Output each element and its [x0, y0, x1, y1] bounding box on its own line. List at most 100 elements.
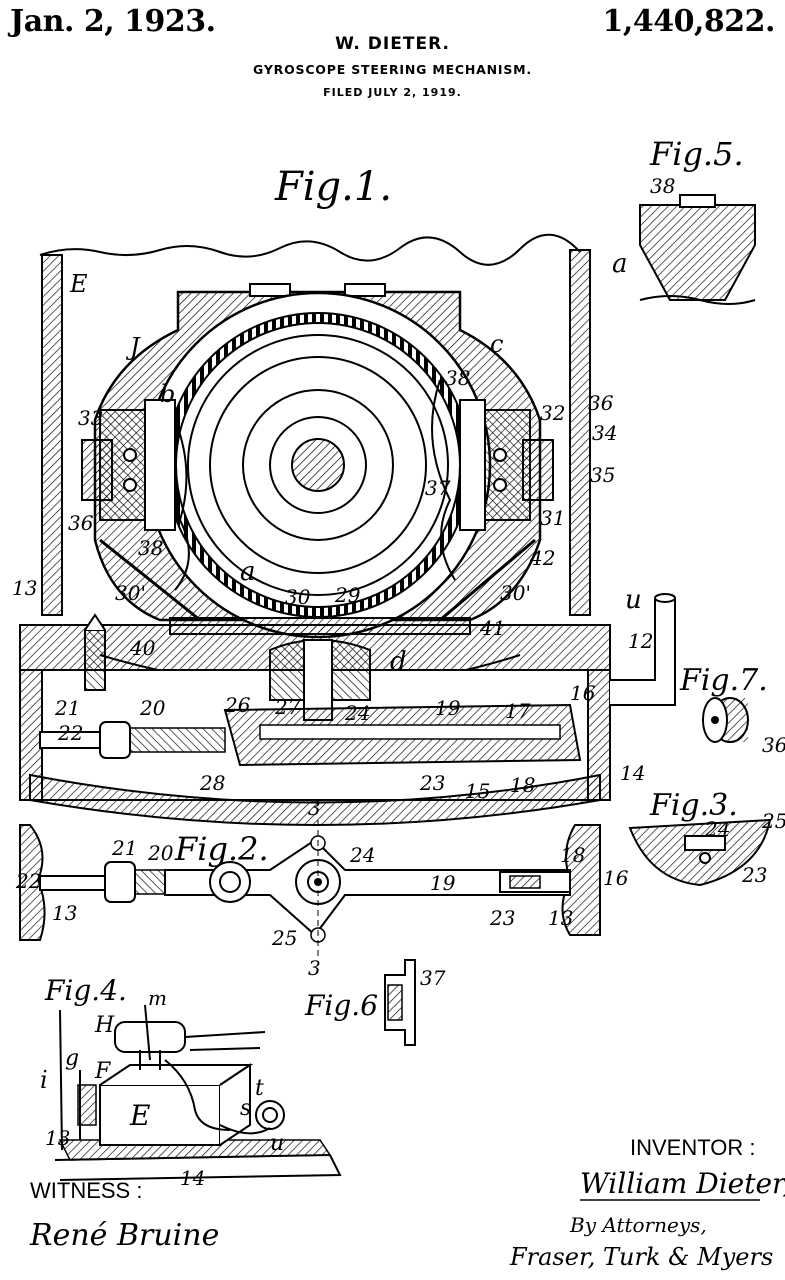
- by-attorneys: By Attorneys,: [569, 1213, 707, 1237]
- label-19-a: 19: [435, 696, 461, 720]
- label-13-fig4: 13: [45, 1126, 70, 1150]
- label-24-c: 24: [349, 843, 375, 867]
- label-38-b: 38: [138, 536, 163, 560]
- witness-label: WITNESS :: [30, 1178, 142, 1203]
- label-27: 27: [274, 695, 301, 719]
- footer: WITNESS : René Bruine INVENTOR : William…: [29, 1135, 785, 1271]
- label-23-c: 23: [489, 906, 515, 930]
- label-30: 30: [285, 585, 311, 609]
- label-t: t: [255, 1076, 264, 1101]
- label-13-c: 13: [548, 906, 573, 930]
- label-30p-a: 30': [115, 581, 146, 605]
- fig2-title: Fig.2.: [174, 830, 269, 868]
- fig1-title: Fig.1.: [274, 164, 392, 210]
- label-E-fig4: E: [129, 1099, 150, 1132]
- patent-date: Jan. 2, 1923.: [10, 4, 216, 39]
- inventor-signature: William Dieter,: [580, 1167, 785, 1200]
- label-23-a: 23: [419, 771, 445, 795]
- label-b: b: [160, 380, 175, 408]
- label-36-b: 36: [68, 511, 94, 535]
- label-g: g: [65, 1046, 79, 1071]
- patent-number: 1,440,822.: [602, 4, 776, 39]
- label-E: E: [69, 270, 88, 298]
- label-17: 17: [505, 699, 531, 723]
- inventor-heading: W. DIETER.: [335, 34, 450, 54]
- label-40: 40: [129, 636, 156, 660]
- label-25-b: 25: [271, 926, 297, 950]
- label-37: 37: [425, 476, 451, 500]
- label-22-b: 22: [15, 869, 41, 893]
- fig7-title: Fig.7.: [679, 663, 768, 698]
- figure-3-drawing: [628, 818, 772, 887]
- label-F: F: [94, 1059, 111, 1084]
- label-u: u: [625, 585, 642, 615]
- label-21-b: 21: [111, 836, 137, 860]
- label-m: m: [148, 986, 167, 1010]
- label-29: 29: [334, 583, 361, 607]
- label-38-c: 38: [650, 174, 675, 198]
- label-41: 41: [479, 616, 505, 640]
- label-26: 26: [224, 693, 251, 717]
- label-3-top: 3: [308, 796, 321, 820]
- label-35: 35: [590, 463, 615, 487]
- label-38-a: 38: [445, 366, 470, 390]
- figure-2-drawing: [19, 820, 601, 960]
- label-a: a: [240, 557, 256, 587]
- figure-1-drawing: [19, 233, 676, 826]
- label-20-b: 20: [147, 841, 174, 865]
- label-24-b: 24: [704, 817, 730, 841]
- label-30p-b: 30': [500, 581, 531, 605]
- label-18-a: 18: [510, 773, 535, 797]
- label-s: s: [240, 1096, 251, 1121]
- label-a-fig5: a: [612, 249, 628, 279]
- figure-7-drawing: [702, 697, 749, 743]
- fig6-title: Fig.6: [304, 989, 378, 1022]
- label-3-bottom: 3: [308, 956, 321, 980]
- fig5-title: Fig.5.: [649, 135, 744, 173]
- label-24-a: 24: [344, 701, 370, 725]
- label-15: 15: [465, 779, 490, 803]
- figure-4-drawing: [54, 1004, 342, 1181]
- label-25-a: 25: [761, 809, 785, 833]
- label-21-a: 21: [54, 696, 80, 720]
- fig4-title: Fig.4.: [44, 974, 127, 1007]
- witness-signature: René Bruine: [29, 1218, 219, 1253]
- label-36-c: 36: [762, 733, 785, 757]
- label-c: c: [490, 330, 503, 358]
- fig3-title: Fig.3.: [649, 788, 738, 823]
- label-13-a: 13: [12, 576, 37, 600]
- label-u-fig4: u: [270, 1131, 284, 1156]
- figure-6-drawing: [384, 959, 416, 1046]
- label-31: 31: [540, 506, 565, 530]
- label-H: H: [94, 1013, 115, 1038]
- label-16-b: 16: [603, 866, 629, 890]
- attorneys-signature: Fraser, Turk & Myers: [509, 1243, 773, 1271]
- label-32: 32: [540, 401, 565, 425]
- label-J: J: [125, 333, 141, 361]
- label-36-a: 36: [588, 391, 614, 415]
- label-22-a: 22: [57, 721, 83, 745]
- filing-date: FILED JULY 2, 1919.: [323, 86, 462, 99]
- label-12: 12: [628, 629, 653, 653]
- label-18-b: 18: [560, 843, 585, 867]
- reference-labels: E J b c 38 33 32 36 34 35 37 36 31 42 38…: [12, 174, 785, 1190]
- label-14-a: 14: [620, 761, 645, 785]
- inventor-label: INVENTOR :: [630, 1135, 756, 1160]
- figure-titles: Fig.1. Fig.5. Fig.7. Fig.3. Fig.2. Fig.6…: [44, 135, 768, 1022]
- label-14-fig4: 14: [180, 1166, 205, 1190]
- figure-5-drawing: [639, 194, 756, 305]
- label-13-b: 13: [52, 901, 77, 925]
- label-23-b: 23: [741, 863, 767, 887]
- label-i: i: [40, 1066, 48, 1094]
- label-37-fig6: 37: [420, 966, 446, 990]
- patent-title: GYROSCOPE STEERING MECHANISM.: [253, 62, 532, 77]
- label-42: 42: [529, 546, 555, 570]
- label-28: 28: [199, 771, 225, 795]
- label-20-a: 20: [139, 696, 166, 720]
- label-16-a: 16: [570, 681, 596, 705]
- label-34: 34: [592, 421, 617, 445]
- label-d: d: [390, 647, 407, 677]
- label-33: 33: [78, 406, 103, 430]
